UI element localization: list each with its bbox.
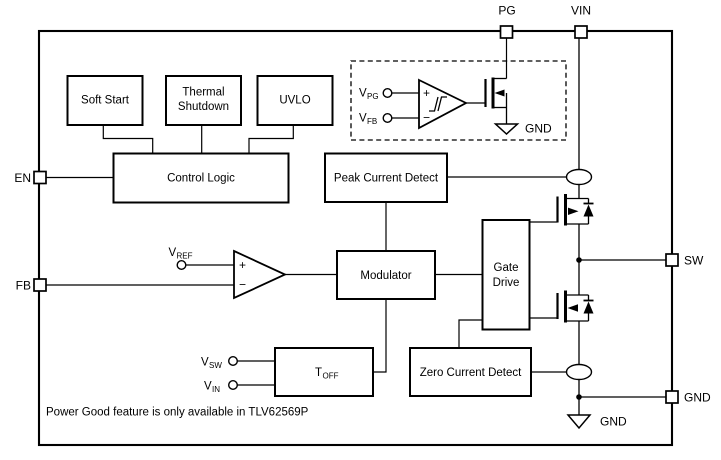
thermal-shutdown-label-line2: Shutdown — [178, 101, 229, 113]
comparator-triangle — [233, 249, 288, 300]
vin-terminal-icon — [227, 380, 238, 391]
wire-uvlo-controllogic — [248, 125, 294, 154]
gnd-pin-label: GND — [684, 391, 711, 405]
hs-fet-body-arrow-icon — [568, 207, 579, 215]
zero-current-sensor-icon — [565, 363, 593, 381]
pg-comparator-icon — [418, 78, 468, 130]
vsw-label-sub: SW — [209, 361, 222, 370]
pg-comparator-plus-sign: + — [423, 86, 430, 100]
vin-signal-label-base: V — [204, 381, 212, 393]
sw-node-dot — [576, 257, 582, 263]
zero-current-detect-block — [409, 347, 532, 397]
pg-ground-label: GND — [525, 122, 552, 136]
peak-current-detect-block — [324, 152, 448, 203]
control-logic-block — [112, 152, 290, 204]
vpg-label-sub: PG — [367, 92, 379, 101]
wire-gatedrive-zcd — [458, 319, 483, 348]
hysteresis-icon — [429, 96, 447, 112]
vpg-label-base: V — [359, 88, 367, 100]
pg-comparator-minus-sign: − — [423, 110, 430, 124]
gnd-node-dot — [576, 394, 582, 400]
fb-pin-label: FB — [16, 279, 31, 293]
pg-mosfet-icon — [484, 77, 508, 124]
uvlo-block — [256, 75, 334, 126]
toff-block — [274, 347, 374, 397]
vin-signal-label-sub: IN — [212, 385, 220, 394]
power-good-dashed-box — [350, 60, 567, 141]
vin-pin-label: VIN — [571, 4, 591, 18]
ls-fet-body-arrow-icon — [567, 304, 578, 312]
pg-fet-body-arrow-icon — [494, 89, 505, 97]
vref-label-base: V — [169, 247, 177, 259]
peak-current-detect-label: Peak Current Detect — [334, 173, 439, 185]
thermal-shutdown-label-line1: Thermal — [182, 87, 224, 99]
sw-pin-label: SW — [684, 254, 704, 268]
wires — [46, 38, 666, 415]
toff-label-sub: OFF — [323, 372, 339, 381]
thermal-shutdown-block — [165, 75, 242, 126]
wire-softstart-controllogic — [102, 125, 154, 154]
pg-ground-icon — [493, 123, 520, 136]
soft-start-block — [66, 75, 144, 126]
gnd-pin — [665, 390, 679, 404]
low-side-mosfet-icon — [556, 290, 594, 323]
vref-terminal-icon — [176, 260, 187, 271]
uvlo-label: UVLO — [279, 95, 310, 107]
comparator-minus-sign: − — [239, 277, 246, 291]
sw-pin — [665, 253, 679, 267]
peak-current-sensor-icon — [565, 168, 593, 186]
power-good-section: V PG V FB + − GND — [350, 60, 567, 141]
chip-boundary — [37, 29, 674, 447]
vin-pin — [574, 25, 588, 39]
fb-pin — [33, 278, 47, 292]
vfb-label-sub: FB — [367, 117, 377, 126]
vref-label-sub: REF — [177, 252, 193, 261]
pg-pin — [499, 25, 514, 39]
gate-drive-label-line2: Drive — [493, 277, 520, 289]
en-pin — [33, 170, 47, 185]
ls-fet-body-diode-icon — [583, 301, 594, 314]
high-side-mosfet-icon — [556, 194, 594, 226]
comparator-plus-sign: + — [239, 258, 246, 272]
gate-drive-label-line1: Gate — [494, 262, 519, 274]
zero-current-detect-label: Zero Current Detect — [420, 367, 522, 379]
power-stage-ground-icon — [566, 414, 592, 430]
blocks: Soft Start Thermal Shutdown UVLO Control… — [66, 75, 532, 397]
modulator-label: Modulator — [360, 270, 411, 282]
pg-pin-label: PG — [498, 4, 515, 18]
toff-label-base: T — [315, 367, 322, 379]
modulator-block — [336, 250, 436, 300]
soft-start-label: Soft Start — [81, 95, 130, 107]
vpg-terminal-icon — [382, 87, 393, 98]
control-logic-label: Control Logic — [167, 173, 235, 185]
wire-modulator-toff — [373, 299, 387, 373]
vsw-label-base: V — [201, 357, 209, 369]
vsw-terminal-icon — [227, 356, 238, 367]
vfb-label-base: V — [359, 113, 367, 125]
power-stage-ground-label: GND — [600, 415, 627, 429]
footnote: Power Good feature is only available in … — [46, 407, 309, 419]
vfb-terminal-icon — [382, 112, 393, 123]
gate-drive-block — [481, 219, 531, 331]
hs-fet-body-diode-icon — [583, 204, 594, 217]
en-pin-label: EN — [14, 171, 31, 185]
error-comparator-icon: + − V REF — [169, 247, 288, 300]
pins: PG VIN EN FB SW GND — [14, 4, 711, 405]
toff-inputs: V SW V IN — [201, 356, 238, 394]
